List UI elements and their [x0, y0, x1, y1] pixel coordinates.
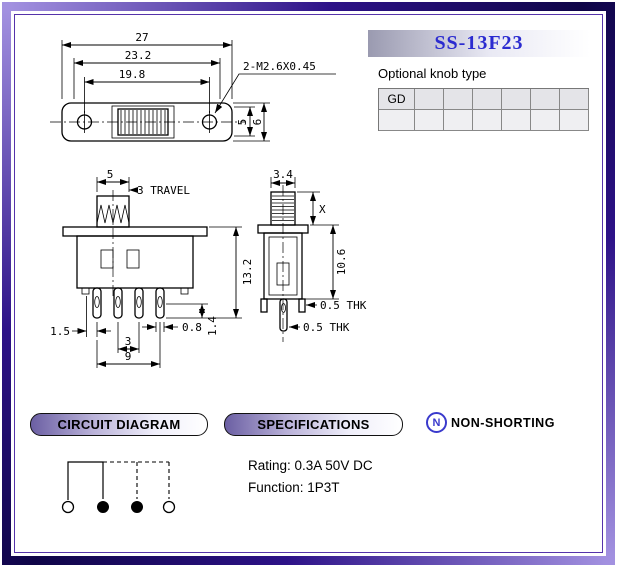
thread-callout: 2-M2.6X0.45 [243, 60, 316, 73]
knob-table-cell [444, 89, 473, 110]
dim-1-4: 1.4 [206, 316, 219, 336]
dim-19-8: 19.8 [119, 68, 146, 81]
dim-23-2: 23.2 [125, 49, 152, 62]
knob-table-cell [473, 89, 502, 110]
terminal-1-open [61, 500, 75, 514]
thk-callout-bottom: 0.5 THK [303, 321, 350, 334]
terminal-3-filled [131, 501, 143, 513]
knob-table-cell [560, 110, 589, 131]
knob-table-cell [560, 89, 589, 110]
function-text: Function: 1P3T [248, 480, 340, 495]
dim-27: 27 [135, 31, 148, 44]
dim-0-8: 0.8 [182, 321, 202, 334]
dim-travel: 3 TRAVEL [137, 184, 190, 197]
knob-table-cell [502, 89, 531, 110]
rating-text: Rating: 0.3A 50V DC [248, 458, 373, 473]
circuit-diagram-drawing [61, 461, 176, 514]
part-number: SS-13F23 [434, 32, 524, 54]
dim-1-5: 1.5 [50, 325, 70, 338]
knob-table-cell-gd: GD [379, 89, 415, 110]
specifications-heading: SPECIFICATIONS [224, 413, 403, 436]
thk-callout-top: 0.5 THK [320, 299, 367, 312]
knob-table-cell [502, 110, 531, 131]
dim-5-side: 5 [107, 168, 114, 181]
side-view-drawing: 5 3 TRAVEL 13.2 1.4 0.8 1.5 [50, 168, 254, 368]
n-circle-icon: N [426, 412, 447, 433]
knob-table-cell [531, 89, 560, 110]
dim-3: 3 [125, 335, 132, 348]
dim-6-front: 6 [251, 119, 264, 126]
dim-x: X [319, 203, 326, 216]
terminal-2-filled [97, 501, 109, 513]
dim-3-4: 3.4 [273, 168, 293, 181]
non-shorting-label: NON-SHORTING [451, 415, 555, 430]
knob-table-cell [415, 110, 444, 131]
end-view-drawing: 3.4 X 10.6 0.5 THK 0.5 THK [257, 168, 367, 342]
non-shorting-indicator: N NON-SHORTING [426, 412, 555, 433]
dim-10-6: 10.6 [335, 249, 348, 276]
part-number-banner: SS-13F23 [368, 30, 590, 57]
knob-table-cell [379, 110, 415, 131]
terminal-4-open [162, 500, 176, 514]
knob-type-table: GD [378, 88, 589, 131]
circuit-diagram-heading: CIRCUIT DIAGRAM [30, 413, 208, 436]
knob-table-cell [415, 89, 444, 110]
dim-9: 9 [125, 350, 132, 363]
knob-table-cell [444, 110, 473, 131]
dim-13-2: 13.2 [241, 259, 254, 286]
knob-table-cell [473, 110, 502, 131]
front-view-drawing: 27 23.2 19.8 2-M2.6X0.45 5 6 [50, 31, 336, 142]
knob-table-cell [531, 110, 560, 131]
optional-knob-type-label: Optional knob type [378, 66, 487, 81]
dim-5-front: 5 [236, 119, 249, 126]
